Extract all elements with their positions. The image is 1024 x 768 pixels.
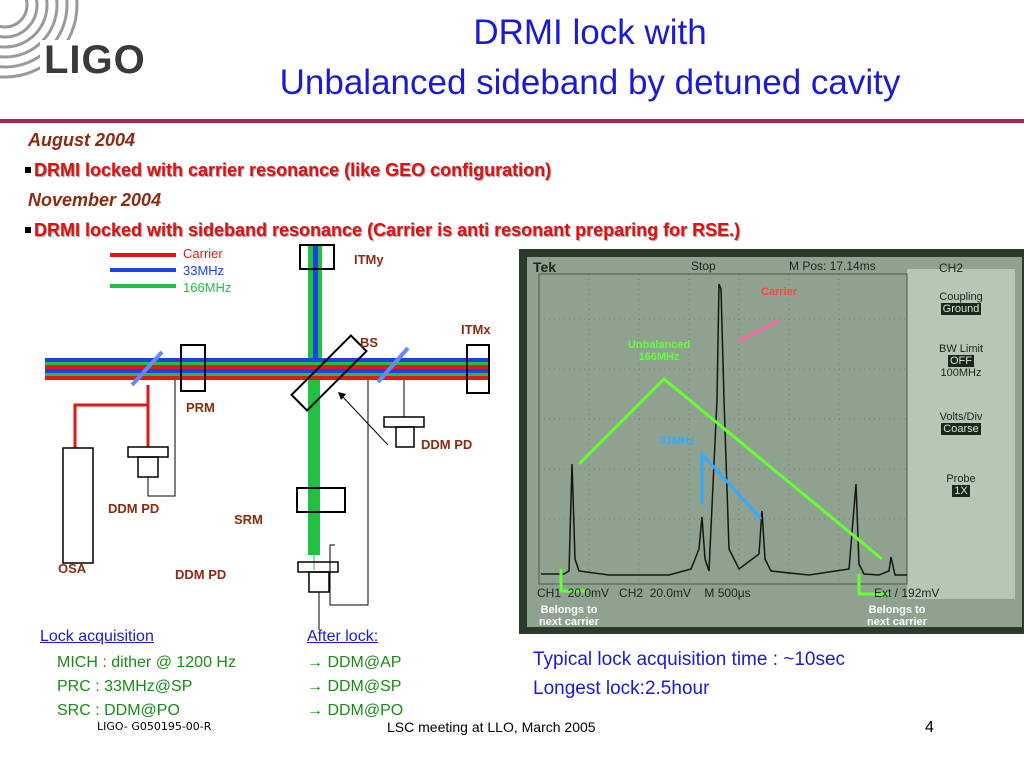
ddm-pd-left	[127, 446, 169, 458]
ligo-logo-arcs	[0, 0, 165, 80]
slide-title-line2: Unbalanced sideband by detuned cavity	[279, 63, 901, 102]
y-arm-beam-blue	[313, 245, 318, 375]
menu-volts-value: Coarse	[941, 423, 981, 435]
label-itmy: ITMy	[354, 252, 384, 267]
scope-channel: CH2	[939, 261, 964, 275]
summary-line-1: Typical lock acquisition time : ~10sec	[533, 649, 846, 670]
scope-brand: Tek	[533, 259, 557, 275]
annotation-belongs-left: Belongs to next carrier	[539, 604, 599, 628]
footer-doc-id: LIGO- G050195-00-R	[97, 720, 212, 733]
scope-run-state: Stop	[691, 259, 716, 273]
bullet-text-1: DRMI locked with carrier resonance (like…	[34, 160, 552, 180]
label-srm: SRM	[234, 512, 263, 527]
label-bs: BS	[360, 335, 379, 350]
y-arm-beam-green	[308, 245, 313, 375]
bullet-list: August 2004 DRMI locked with carrier res…	[25, 125, 741, 245]
bullet-square-icon	[25, 226, 31, 233]
unbalanced-166mhz-line	[577, 376, 883, 561]
annotation-33mhz: 33MHz	[659, 435, 695, 447]
date-november: November 2004	[28, 190, 162, 210]
menu-coupling-label: Coupling	[939, 291, 983, 303]
title-divider	[0, 119, 1024, 123]
carrier-arrow	[738, 319, 780, 343]
ddm-pd-bottom	[297, 561, 339, 573]
itmy-mirror	[299, 244, 335, 270]
lock-row-mich-left: MICH : dither @ 1200 Hz	[57, 654, 236, 671]
footer-page-number: 4	[925, 719, 934, 736]
optical-layout-diagram	[45, 244, 490, 630]
pickoff-right	[376, 346, 410, 384]
ddm-pd-right	[383, 416, 425, 428]
summary-line-2: Longest lock:2.5hour	[533, 678, 710, 699]
legend-166mhz-label: 166MHz	[183, 280, 232, 295]
lock-row-mich-right: → DDM@AP	[307, 654, 402, 671]
after-lock-header: After lock:	[307, 628, 379, 645]
menu-probe-value: 1X	[952, 485, 970, 497]
srm-mirror	[296, 487, 346, 513]
bullet-square-icon	[25, 166, 31, 173]
lock-acquisition-header: Lock acquisition	[40, 628, 154, 645]
annotation-unbalanced: Unbalanced 166MHz	[627, 339, 691, 363]
ligo-logo: LIGO	[0, 0, 170, 110]
menu-bw-label: BW Limit	[939, 343, 983, 355]
osa-box	[62, 447, 94, 564]
scope-mpos: M Pos: 17.14ms	[789, 259, 876, 273]
label-osa: OSA	[58, 561, 87, 576]
annotation-belongs-right: Belongs to next carrier	[867, 604, 927, 628]
lock-row-prc-right: → DDM@SP	[307, 678, 402, 695]
sr-beam-green	[308, 375, 320, 555]
label-ddm-pd-left: DDM PD	[108, 501, 160, 516]
footer-meeting: LSC meeting at LLO, March 2005	[387, 719, 596, 735]
menu-probe-label: Probe	[946, 473, 976, 485]
33mhz-line	[700, 450, 763, 521]
scope-traces	[538, 273, 908, 596]
label-prm: PRM	[186, 400, 215, 415]
legend-carrier-label: Carrier	[183, 246, 223, 261]
ligo-logo-text: LIGO	[44, 38, 146, 82]
label-itmx: ITMx	[461, 322, 491, 337]
lock-row-src-right: → DDM@PO	[307, 702, 404, 719]
slide-title-line1: DRMI lock with	[473, 13, 707, 52]
osa-red-path	[73, 385, 150, 448]
bullet-text-2: DRMI locked with sideband resonance (Car…	[34, 220, 741, 240]
bullet-item-1: DRMI locked with carrier resonance (like…	[25, 155, 740, 185]
scope-trace-line	[541, 283, 907, 576]
annotation-carrier: Carrier	[760, 286, 798, 298]
lock-row-prc-left: PRC : 33MHz@SP	[57, 678, 193, 695]
menu-bw-value: OFF	[948, 355, 974, 367]
horizontal-beam-bundle	[45, 358, 490, 380]
legend-33mhz-label: 33MHz	[183, 263, 225, 278]
menu-coupling-value: Ground	[940, 303, 982, 315]
label-ddm-pd-bottom: DDM PD	[175, 567, 227, 582]
prm-mirror	[180, 344, 206, 392]
bullet-item-2: DRMI locked with sideband resonance (Car…	[25, 215, 741, 245]
date-august: August 2004	[28, 130, 136, 150]
lock-row-src-left: SRC : DDM@PO	[57, 702, 180, 719]
scope-bottom-readout: CH1 20.0mV CH2 20.0mV M 500μs	[537, 586, 751, 600]
menu-bw-extra: 100MHz	[940, 367, 982, 379]
menu-volts-label: Volts/Div	[939, 411, 983, 423]
label-ddm-pd-right: DDM PD	[421, 437, 473, 452]
pickoff-left	[130, 350, 164, 387]
beam-splitter	[290, 334, 368, 412]
scope-ext-readout: Ext / 192mV	[874, 586, 940, 600]
itmx-mirror	[466, 344, 490, 394]
